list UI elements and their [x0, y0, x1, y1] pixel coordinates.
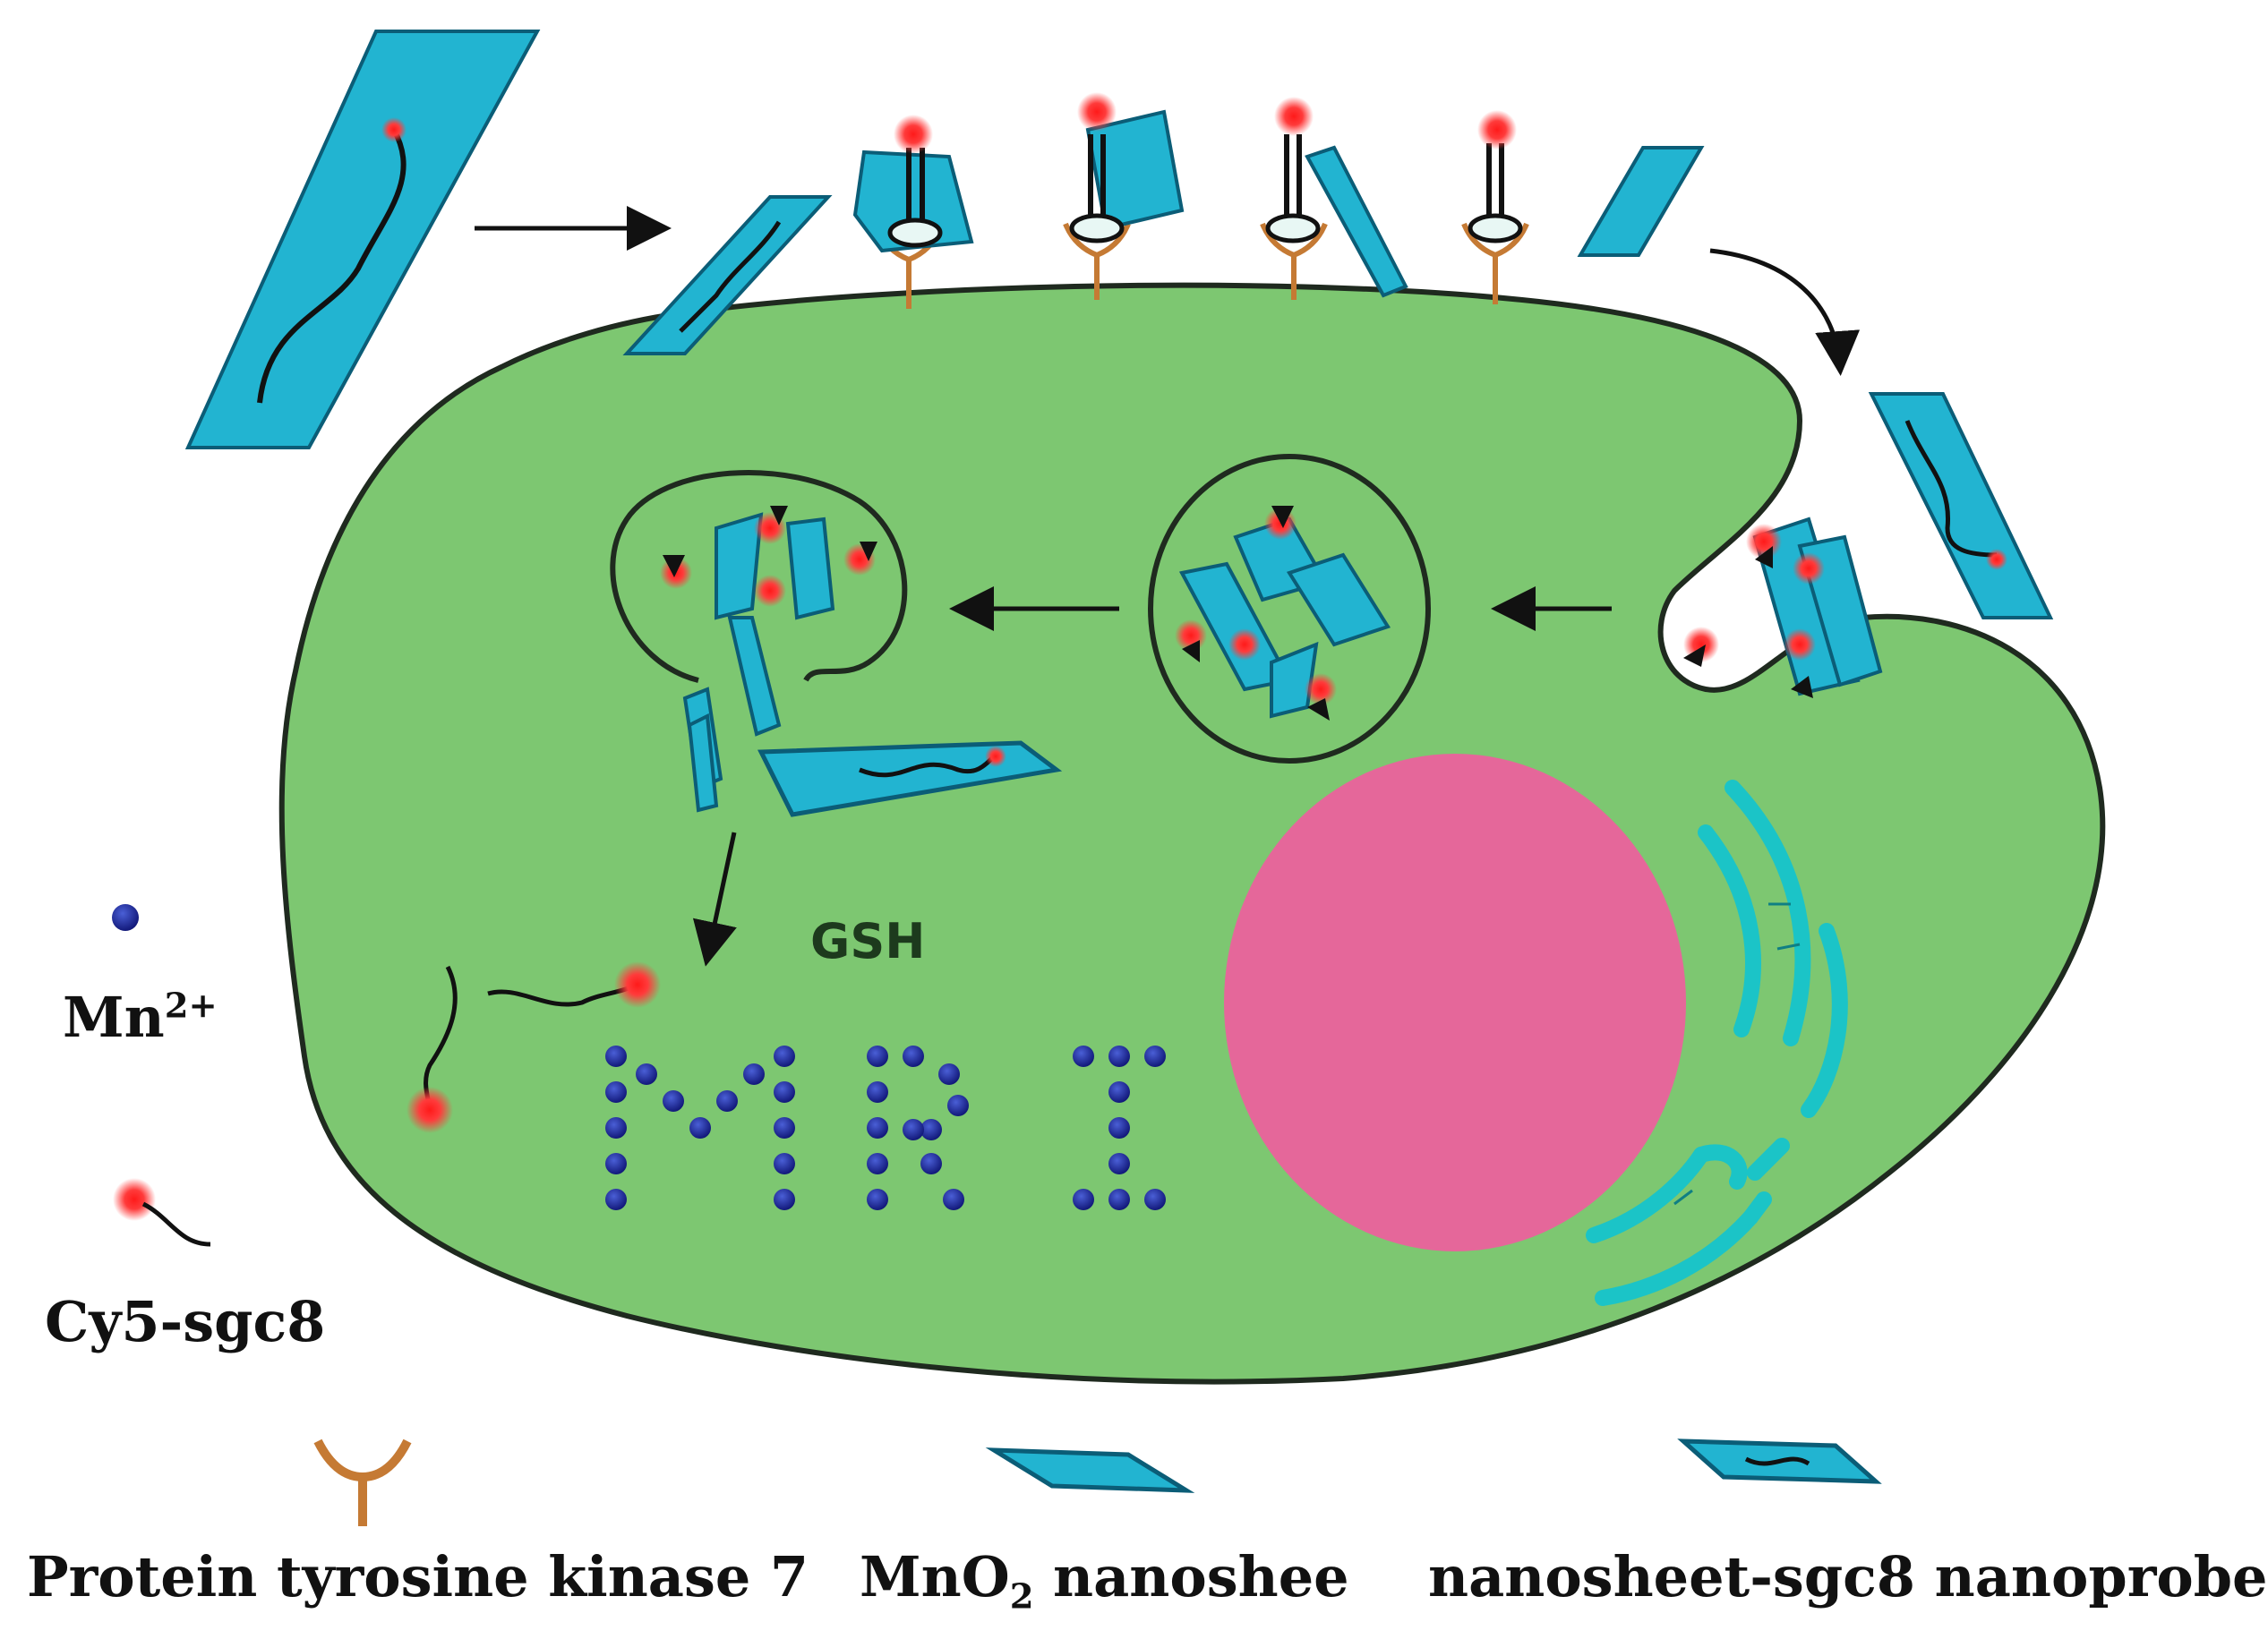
late-endosome — [610, 470, 908, 683]
legend-mno2-sub: 2 — [1009, 1576, 1034, 1618]
nucleus — [1224, 754, 1686, 1251]
nanoprobe-approaching — [622, 195, 833, 355]
released-cy5-sgc8 — [407, 961, 661, 1133]
released-sheet — [1577, 146, 1705, 257]
nanoprobe-legend-icon — [1677, 1438, 1882, 1484]
cy5-sgc8-legend-icon — [113, 1178, 211, 1247]
diagram-canvas — [112, 30, 2106, 1526]
legend-mno2-label: MnO2 nanoshee — [860, 1544, 1349, 1617]
legend-ptk7-label: Protein tyrosine kinase 7 — [27, 1544, 809, 1609]
legend-mno2-tail: nanoshee — [1033, 1544, 1349, 1609]
gsh-label: GSH — [810, 913, 926, 969]
released-nanosheets — [682, 616, 1063, 817]
mri-ion-letters — [605, 1046, 1166, 1210]
mn-ion-legend-icon — [112, 904, 139, 931]
legend-mno2-base: MnO — [860, 1544, 1010, 1609]
arrow — [692, 832, 737, 967]
arrow — [1709, 248, 1861, 376]
nanoprobe-incoming — [1868, 392, 2054, 619]
legend-cy5-label: Cy5-sgc8 — [45, 1289, 326, 1354]
legend-mn-charge: 2+ — [164, 986, 218, 1027]
mno2-nanosheet-legend-icon — [985, 1447, 1195, 1493]
free-nanoprobe — [184, 30, 541, 449]
endocytic-pocket — [1683, 516, 1883, 698]
legend-mn-base: Mn — [63, 985, 165, 1050]
cell-body — [278, 282, 2106, 1385]
ptk7-legend-icon — [313, 1438, 412, 1526]
endosome-vesicle — [1148, 454, 1431, 764]
legend-mn-label: Mn2+ — [63, 985, 218, 1050]
endoplasmic-reticulum — [1586, 780, 1848, 1306]
diagram: GSH Mn2+ Cy5-sgc8 Protein tyrosine kinas… — [27, 30, 2268, 1617]
legend-nanoprobe-label: nanosheet-sgc8 nanoprobe — [1428, 1544, 2268, 1609]
bound-aptamers — [852, 92, 1523, 298]
